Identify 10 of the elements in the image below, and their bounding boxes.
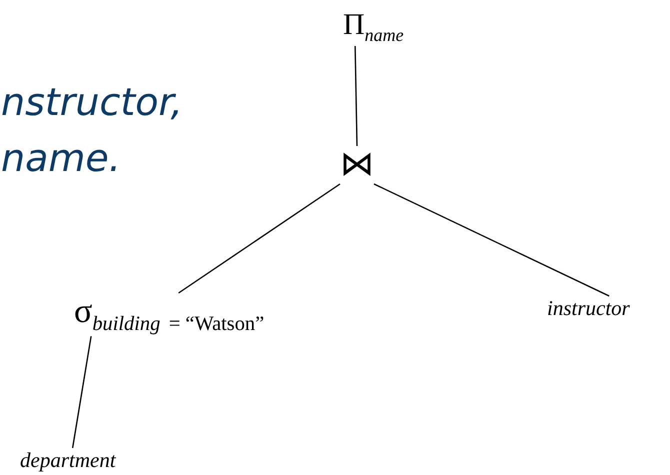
join-operator: ⋈ [340, 148, 374, 182]
slide-text-fragment: nstructor, [1, 82, 183, 124]
projection-operator: Π$_{name}$ [343, 10, 404, 44]
tree-edge [354, 46, 358, 146]
tree-edge [178, 183, 340, 294]
relation-name: instructor [547, 298, 630, 319]
tree-edge [72, 336, 92, 448]
slide-text-fragment: name. [1, 138, 121, 180]
tree-edge [374, 183, 610, 297]
relation-name: department [20, 450, 116, 471]
